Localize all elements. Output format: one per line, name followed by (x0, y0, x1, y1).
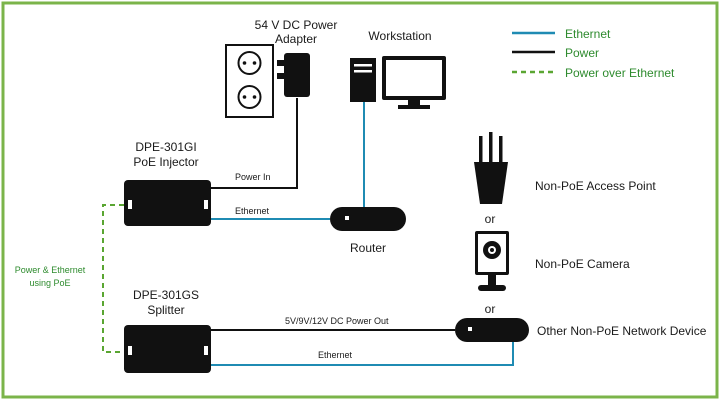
or-separator-2: or (485, 302, 496, 316)
legend-poe-label: Power over Ethernet (565, 66, 675, 80)
legend-power-label: Power (565, 46, 599, 60)
legend: Ethernet Power Power over Ethernet (512, 27, 675, 80)
adapter-label-line1: 54 V DC Power (255, 18, 338, 32)
adapter-label-line2: Adapter (275, 32, 317, 46)
camera-label: Non-PoE Camera (535, 257, 630, 271)
ethernet-bottom-label: Ethernet (318, 350, 353, 360)
injector-label-line1: DPE-301GI (135, 140, 196, 154)
ethernet-top-label: Ethernet (235, 206, 270, 216)
poe-splitter-icon (124, 325, 211, 373)
access-point-icon (474, 132, 508, 204)
wall-outlet-icon (225, 44, 274, 118)
access-point-label: Non-PoE Access Point (535, 179, 656, 193)
other-device-icon (455, 318, 529, 342)
router-icon (330, 207, 406, 231)
dc-out-label: 5V/9V/12V DC Power Out (285, 316, 389, 326)
other-device-label: Other Non-PoE Network Device (537, 324, 707, 338)
injector-label-line2: PoE Injector (133, 155, 198, 169)
workstation-icon (350, 56, 446, 109)
camera-icon (475, 231, 509, 291)
poe-injector-icon (124, 180, 211, 226)
splitter-device-ethernet-line (211, 342, 514, 366)
splitter-label-line2: Splitter (147, 303, 184, 317)
or-separator-1: or (485, 212, 496, 226)
workstation-label: Workstation (368, 29, 431, 43)
splitter-label-line1: DPE-301GS (133, 288, 199, 302)
power-in-label: Power In (235, 172, 271, 182)
power-adapter-icon (277, 53, 310, 97)
poe-link-label-line2: using PoE (29, 278, 70, 288)
power-in-line (211, 98, 298, 189)
poe-link-label-line1: Power & Ethernet (15, 265, 86, 275)
router-label: Router (350, 241, 386, 255)
legend-ethernet-label: Ethernet (565, 27, 611, 41)
poe-link-line (102, 204, 124, 353)
